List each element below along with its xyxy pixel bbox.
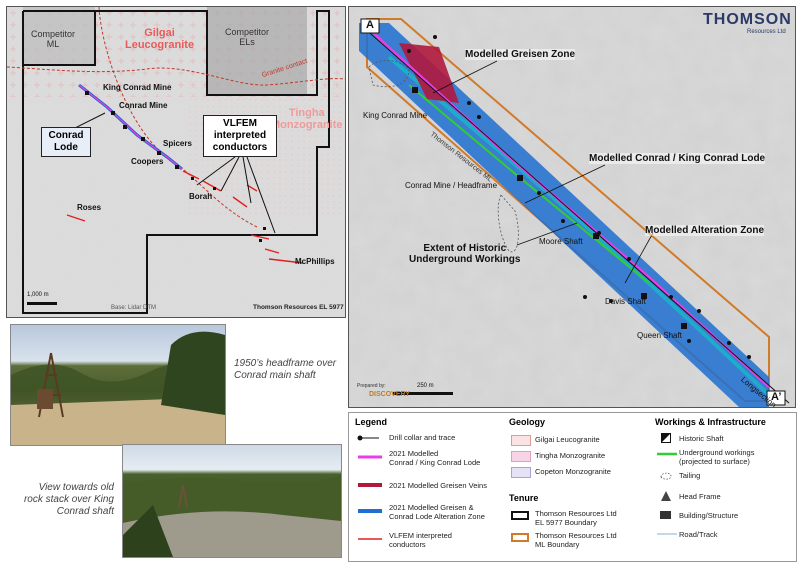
coopers-label: Coopers [131,157,164,166]
legend-head-frame: Head Frame [679,492,721,501]
legend: Legend Drill collar and trace 2021 Model… [348,412,797,562]
head-frame-icon [661,491,671,501]
scale-label-right: 250 m [417,383,434,389]
el-boundary-swatch [511,511,529,520]
conrad-lode-callout: Conrad Lode [41,127,91,157]
base-label: Base: Lidar DTM [111,305,157,311]
ml-boundary-swatch [511,533,529,542]
legend-vlfem: VLFEM interpreted conductors [389,531,452,549]
marker-a-prime: A’ [771,391,782,403]
legend-tingha: Tingha Monzogranite [535,451,606,460]
regional-map: Competitor ML Competitor ELs Gilgai Leuc… [6,6,346,318]
rock-stack-caption: View towards old rock stack over King Co… [23,482,114,517]
gilgai-label: Gilgai Leucogranite [125,27,195,51]
legend-title: Legend [355,417,388,427]
competitor-els-label: Competitor ELs [225,27,270,47]
copeton-swatch [511,467,531,478]
borah-label: Borah [189,192,213,201]
headframe-caption: 1950’s headframe over Conrad main shaft [234,358,337,381]
building-icon [660,511,671,519]
roses-label: Roses [77,203,102,212]
legend-conrad-lode: 2021 Modelled Conrad / King Conrad Lode [389,449,481,467]
queen-shaft-label: Queen Shaft [637,331,682,340]
logo-thomson: THOMSON [703,11,792,28]
legend-tailing: Tailing [679,471,701,480]
moore-shaft-label: Moore Shaft [539,237,583,246]
regional-map-graphics [7,7,345,317]
road-symbol [657,533,677,535]
competitor-ml-label: Competitor ML [31,29,76,49]
tingha-label: Tingha Monzogranite [271,107,343,131]
rock-stack-photo [122,444,342,558]
geology-title: Geology [509,417,546,427]
logo-subtitle: Resources Ltd [747,29,786,35]
conrad-mine-label: Conrad Mine [119,101,168,110]
credit-label: Thomson Resources EL 5977 [253,304,344,311]
tailing-icon [660,472,672,480]
underground-workings-symbol [657,452,677,456]
modelled-greisen-label: Modelled Greisen Zone [465,49,576,60]
legend-drill-collar: Drill collar and trace [389,433,456,442]
headframe-photo [10,324,226,446]
legend-historic-shaft: Historic Shaft [679,434,724,443]
scale-label: 1,000 m [27,292,49,298]
legend-greisen: 2021 Modelled Greisen Veins [389,481,487,490]
legend-ml-boundary: Thomson Resources Ltd ML Boundary [535,531,617,549]
conrad-lode-symbol [358,455,382,459]
legend-building: Building/Structure [679,511,739,520]
conrad-king-lode-label: Modelled Conrad / King Conrad Lode [589,153,766,164]
tenure-title: Tenure [509,493,539,503]
legend-road: Road/Track [679,530,718,539]
tingha-swatch [511,451,531,462]
extent-workings-label: Extent of Historic Underground Workings [409,243,521,265]
conrad-headframe-label: Conrad Mine / Headframe [405,181,498,190]
legend-copeton: Copeton Monzogranite [535,467,611,476]
marker-a: A [366,19,374,31]
gilgai-swatch [511,435,531,446]
historic-shaft-icon [661,433,671,443]
workings-title: Workings & Infrastructure [655,417,766,427]
vlfem-symbol [358,538,382,540]
spicers-label: Spicers [163,139,192,148]
local-map: THOMSON Resources Ltd A A’ Modelled Grei… [348,6,796,408]
greisen-symbol [358,483,382,487]
legend-underground-workings: Underground workings (projected to surfa… [679,448,755,466]
drill-collar-symbol [357,435,379,441]
king-conrad-mine-label: King Conrad Mine [103,83,172,92]
alteration-symbol [358,509,382,513]
prepared-by-label: Prepared by: [357,383,386,389]
mcphillips-label: McPhillips [295,257,335,266]
davis-shaft-label: Davis Shaft [605,297,646,306]
discovery-logo: DISCOVERY [369,391,410,398]
vlfem-callout: VLFEM interpreted conductors [203,115,277,157]
local-map-graphics [349,7,795,407]
legend-gilgai: Gilgai Leucogranite [535,435,600,444]
legend-alteration: 2021 Modelled Greisen & Conrad Lode Alte… [389,503,485,521]
alteration-zone-label: Modelled Alteration Zone [645,225,765,236]
king-conrad-mine-label-right: King Conrad Mine [363,111,428,120]
legend-el-boundary: Thomson Resources Ltd EL 5977 Boundary [535,509,617,527]
